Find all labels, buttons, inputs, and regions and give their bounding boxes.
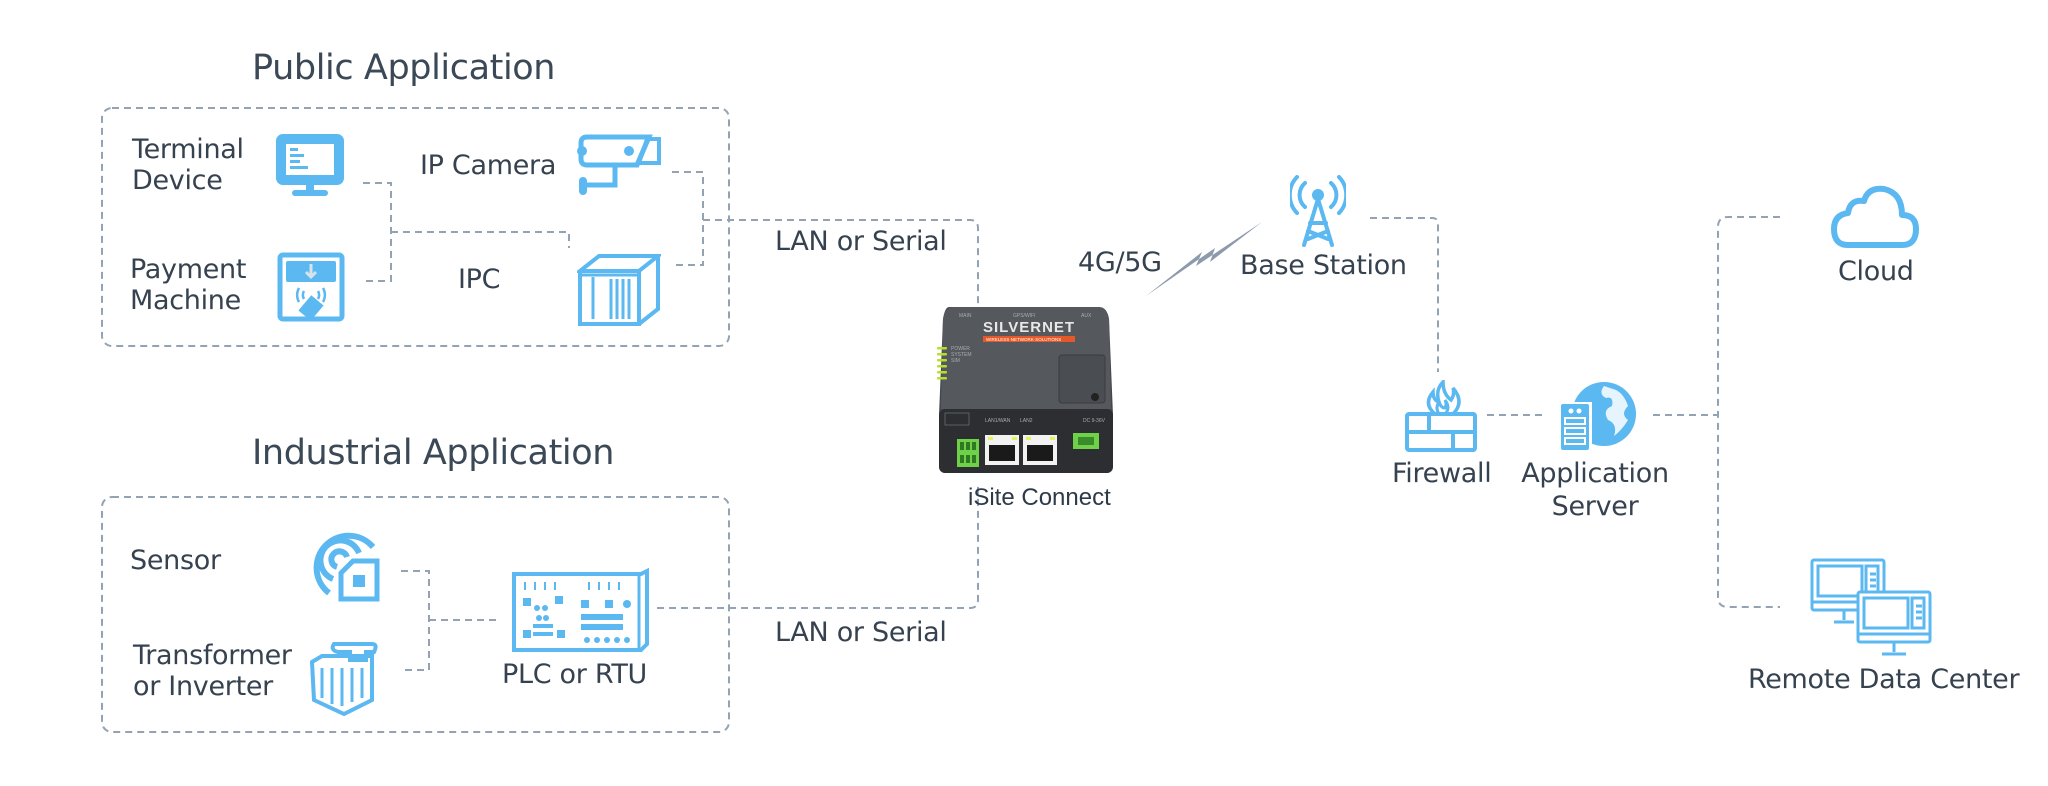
- public-link-label: LAN or Serial: [775, 226, 947, 257]
- security-camera-icon: [577, 133, 661, 199]
- plc-label: PLC or RTU: [502, 659, 648, 690]
- led-system: SYSTEM: [951, 352, 972, 358]
- sensor-icon: [307, 527, 383, 602]
- led-power: POWER: [951, 346, 970, 352]
- base-station-label: Base Station: [1240, 250, 1407, 281]
- terminal-payment-connector: [363, 182, 392, 282]
- application-server-label-line1: Application: [1521, 458, 1669, 489]
- transformer-icon: [308, 640, 380, 716]
- payment-machine-label-line2: Machine: [130, 285, 241, 316]
- firewall-label: Firewall: [1392, 458, 1492, 489]
- terminal-device-label-line2: Device: [132, 165, 223, 196]
- router-label: iSite Connect: [968, 484, 1111, 511]
- cloud-label: Cloud: [1838, 256, 1914, 287]
- plc-to-router-connector: [657, 482, 979, 609]
- port-lan2: LAN2: [1020, 418, 1033, 424]
- port-dc: DC 9-36V: [1083, 418, 1106, 424]
- brand-logo: SILVERNET: [983, 319, 1075, 336]
- antenna-port-aux: AUX: [1081, 313, 1092, 319]
- payment-terminal-icon: [277, 252, 345, 324]
- web-server-icon: [1558, 380, 1638, 452]
- plc-board-icon: [511, 568, 649, 652]
- led-sim: SIM: [951, 358, 960, 364]
- router-device-image: MAIN GPS/WIFI AUX SILVERNET WIRELESS·NET…: [935, 305, 1117, 477]
- payment-machine-label-line1: Payment: [130, 254, 247, 285]
- backbone-connector: [1717, 216, 1780, 608]
- application-server-label-line2: Server: [1551, 491, 1639, 522]
- antenna-port-main: MAIN: [959, 313, 972, 319]
- wireless-link-label: 4G/5G: [1078, 247, 1162, 278]
- brand-tagline: WIRELESS·NETWORK·SOLUTIONS: [986, 337, 1061, 342]
- sensor-transformer-connector: [401, 570, 430, 671]
- industrial-application-title: Industrial Application: [252, 433, 615, 473]
- dual-monitor-icon: [1810, 558, 1932, 658]
- ipc-label: IPC: [458, 264, 501, 295]
- antenna-port-gpswifi: GPS/WIFI: [1013, 313, 1036, 319]
- ip-camera-label: IP Camera: [420, 150, 557, 181]
- monitor-icon: [276, 134, 344, 198]
- terminal-device-label-line1: Terminal: [132, 134, 244, 165]
- cloud-icon: [1830, 183, 1920, 249]
- sensor-label: Sensor: [130, 545, 221, 576]
- transformer-label-line2: or Inverter: [133, 671, 273, 702]
- cell-tower-icon: [1290, 175, 1346, 247]
- camera-ipc-connector: [672, 171, 704, 266]
- wireless-link-bolt: [1146, 222, 1262, 296]
- public-application-title: Public Application: [252, 48, 556, 88]
- public-to-router-connector: [703, 219, 979, 305]
- remote-data-center-label: Remote Data Center: [1748, 664, 2020, 695]
- industrial-pc-icon: [577, 253, 661, 327]
- transformer-label-line1: Transformer: [133, 640, 292, 671]
- industrial-group-box: [101, 496, 730, 733]
- firewall-icon: [1405, 380, 1477, 452]
- public-group-box: [101, 107, 730, 347]
- left-to-ipc-connector: [391, 231, 570, 248]
- basestation-to-firewall-connector: [1370, 217, 1439, 372]
- port-lan1-wan: LAN1/WAN: [985, 418, 1011, 424]
- industrial-link-label: LAN or Serial: [775, 617, 947, 648]
